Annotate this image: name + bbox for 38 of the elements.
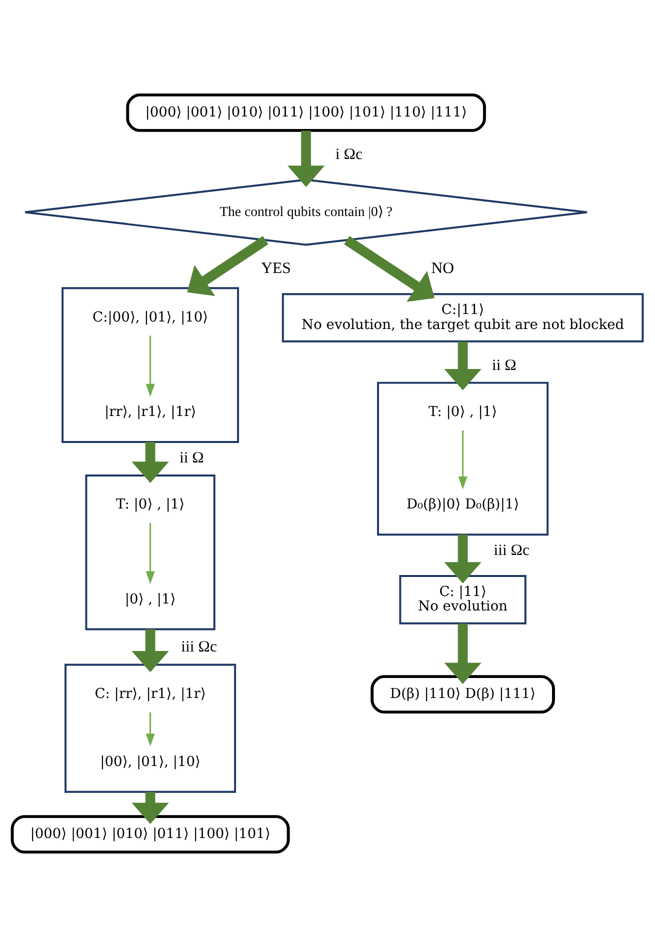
- arrow: [287, 130, 325, 187]
- edge-label: ii Ω: [179, 449, 204, 466]
- arrow: [344, 236, 435, 302]
- arrow: [444, 534, 482, 584]
- node-text: T: |0⟩ , |1⟩: [116, 496, 185, 513]
- arrow: [146, 336, 155, 397]
- arrow: [132, 629, 169, 672]
- edge-label: YES: [261, 260, 291, 278]
- node-text: |00⟩, |01⟩, |10⟩: [100, 754, 200, 770]
- node-text: T: |0⟩ , |1⟩: [428, 404, 498, 420]
- arrow: [444, 342, 482, 390]
- node-box: C:|11⟩ No evolution, the target qubit are not blocked: [282, 293, 644, 342]
- arrow: [132, 442, 169, 483]
- cluster: [85, 474, 216, 630]
- node-text: |0⟩ , |1⟩: [124, 591, 176, 608]
- node-box: C: |11⟩ No evolution: [399, 575, 526, 624]
- node-box: D(β) |110⟩ D(β) |111⟩: [370, 675, 555, 714]
- arrow: [146, 712, 155, 746]
- arrow: [146, 523, 155, 584]
- arrow: [132, 792, 169, 824]
- arrow: [444, 624, 482, 684]
- edge-label: iii Ωc: [181, 638, 217, 656]
- edge-label: i Ωc: [335, 146, 362, 163]
- cluster: [62, 287, 240, 443]
- edge-label: NO: [431, 260, 454, 278]
- edge-label: ii Ω: [492, 356, 516, 374]
- node-text: C: |rr⟩, |r1⟩, |1r⟩: [94, 686, 206, 702]
- node-box: |000⟩ |001⟩ |010⟩ |011⟩ |100⟩ |101⟩: [10, 815, 290, 854]
- edge-label: iii Ωc: [494, 542, 530, 560]
- node-text: D₀(β)|0⟩ D₀(β)|1⟩: [406, 496, 520, 513]
- cluster: [64, 664, 236, 793]
- node-diamond: The control qubits contain |0⟩ ?: [24, 178, 588, 246]
- node-box: |000⟩ |001⟩ |010⟩ |011⟩ |100⟩ |101⟩ |110⟩ |111⟩: [126, 93, 486, 132]
- arrow: [458, 430, 468, 490]
- cluster: [377, 382, 549, 536]
- node-text: |rr⟩, |r1⟩, |1r⟩: [104, 404, 196, 420]
- node-text: C:|00⟩, |01⟩, |10⟩: [92, 309, 208, 326]
- arrow: [187, 236, 268, 296]
